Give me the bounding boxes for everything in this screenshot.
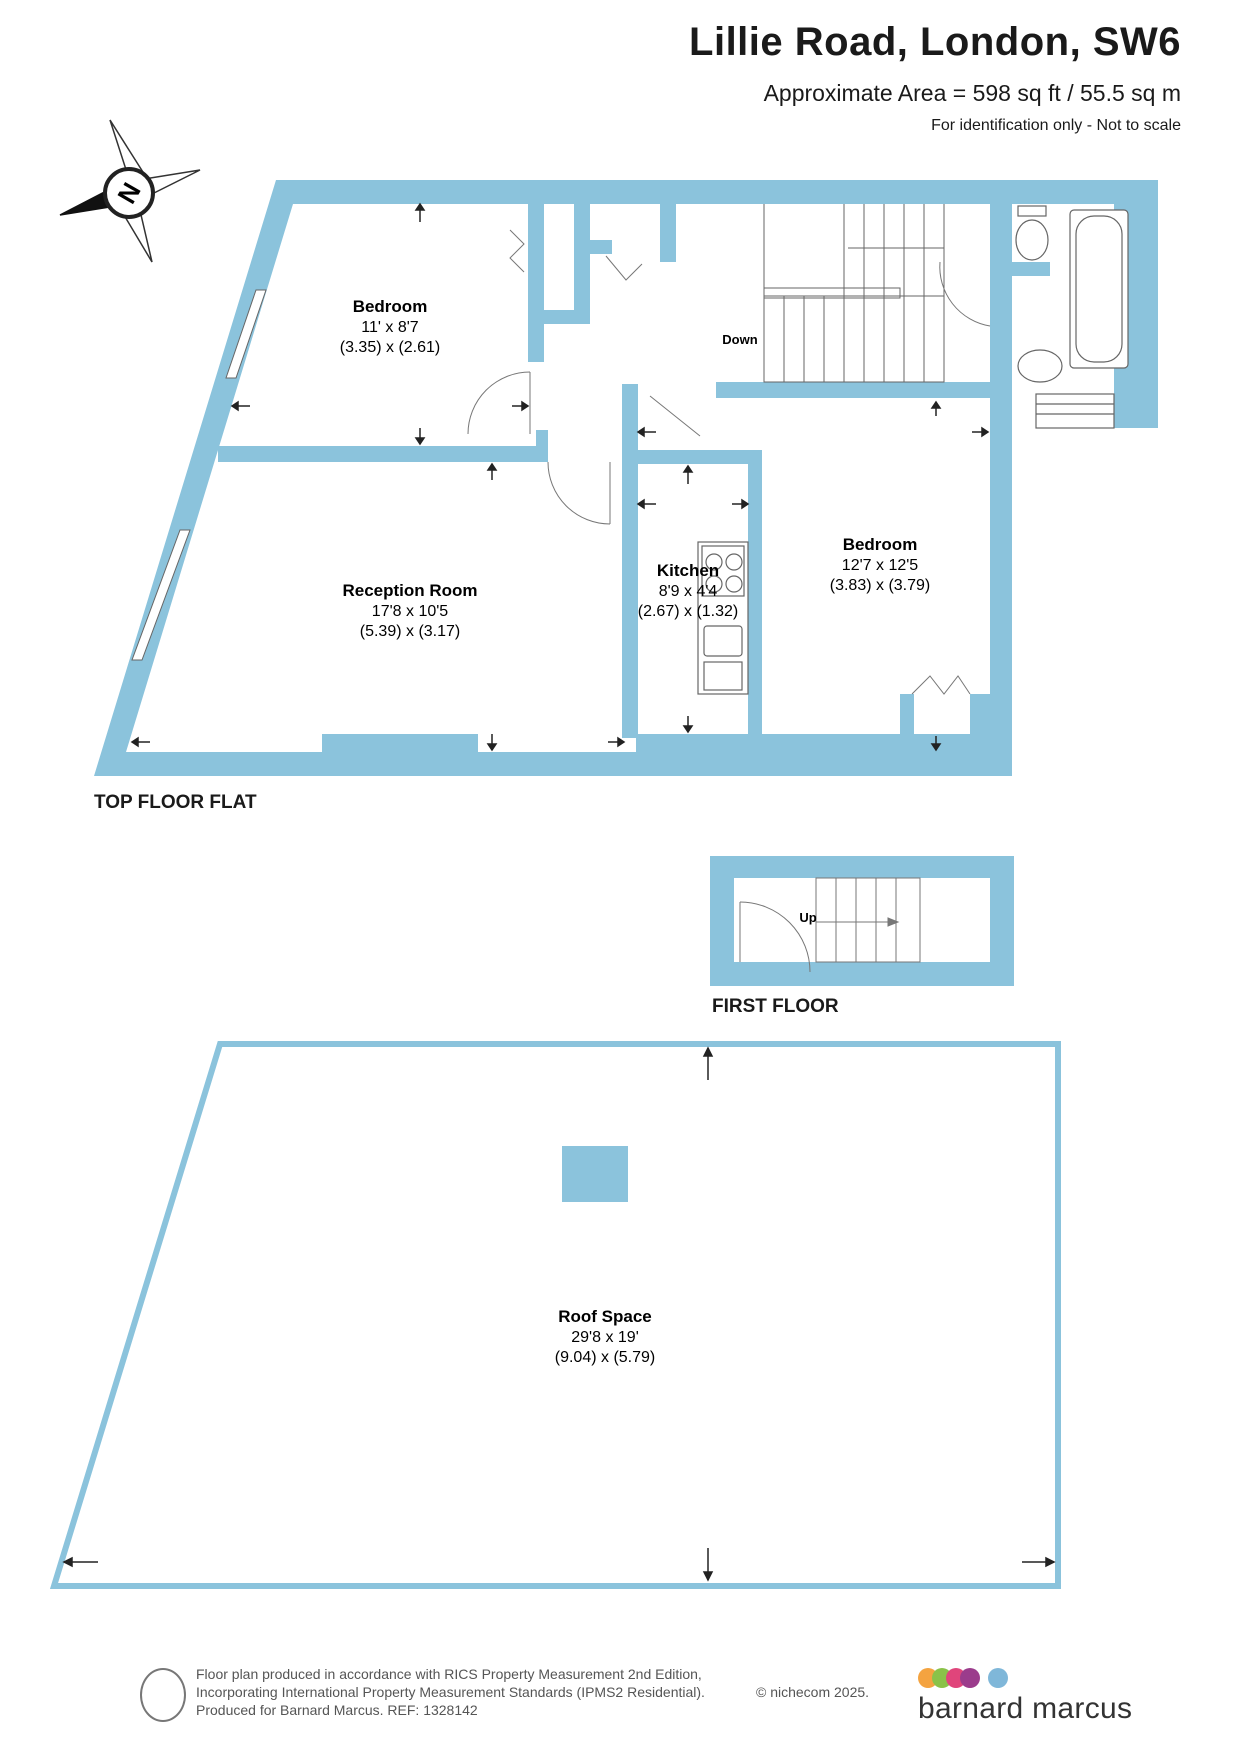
top-floor-walls — [94, 180, 1158, 776]
property-title: Lillie Road, London, SW6 — [689, 20, 1181, 64]
approximate-area: Approximate Area = 598 sq ft / 55.5 sq m — [763, 80, 1181, 106]
brand-name: barnard marcus — [918, 1692, 1133, 1725]
room-reception: Reception Room 17'8 x 10'5 (5.39) x (3.1… — [342, 581, 477, 640]
footer-line: Incorporating International Property Mea… — [196, 1684, 705, 1700]
footer-line: Produced for Barnard Marcus. REF: 132814… — [196, 1702, 478, 1718]
compass-rose-icon: N — [59, 119, 201, 263]
room-size-metric: (2.67) x (1.32) — [638, 603, 738, 620]
room-size-imperial: 17'8 x 10'5 — [372, 603, 448, 620]
room-size-imperial: 12'7 x 12'5 — [842, 557, 918, 574]
room-size-metric: (5.39) x (3.17) — [360, 623, 460, 640]
brand-dot — [960, 1668, 980, 1688]
top-floor-label: TOP FLOOR FLAT — [94, 792, 257, 813]
stairs-up-label: Up — [799, 910, 816, 925]
room-size-metric: (3.35) x (2.61) — [340, 339, 440, 356]
first-floor-walls — [710, 856, 1014, 986]
roof-space-outline — [49, 1041, 1061, 1589]
footer-notes: Floor plan produced in accordance with R… — [196, 1665, 869, 1719]
person-icon — [140, 1668, 186, 1722]
brand-dot — [988, 1668, 1008, 1688]
bathroom-fixtures — [1015, 205, 1129, 429]
kitchen-fixtures — [697, 541, 749, 695]
footer-line: Floor plan produced in accordance with R… — [196, 1666, 702, 1682]
room-roof-space: Roof Space 29'8 x 19' (9.04) x (5.79) — [555, 1307, 655, 1366]
room-size-metric: (9.04) x (5.79) — [555, 1349, 655, 1366]
brand-dots — [918, 1668, 1132, 1690]
first-floor-label: FIRST FLOOR — [712, 996, 839, 1017]
staircase — [763, 204, 945, 383]
room-bedroom-1: Bedroom 11' x 8'7 (3.35) x (2.61) — [340, 297, 440, 356]
first-floor-stairs — [739, 877, 921, 973]
room-kitchen: Kitchen 8'9 x 4'4 (2.67) x (1.32) — [638, 561, 738, 620]
window — [131, 289, 267, 661]
copyright: © nichecom 2025. — [756, 1684, 870, 1700]
room-size-metric: (3.83) x (3.79) — [830, 577, 930, 594]
room-bedroom-2: Bedroom 12'7 x 12'5 (3.83) x (3.79) — [830, 535, 930, 594]
brand-logo: barnard marcus — [918, 1668, 1132, 1726]
stairs-down-label: Down — [722, 332, 757, 347]
room-name: Roof Space — [558, 1307, 652, 1326]
room-name: Bedroom — [353, 297, 428, 316]
dimension-arrows — [130, 202, 990, 752]
identification-note: For identification only - Not to scale — [931, 117, 1181, 134]
room-name: Kitchen — [657, 561, 719, 580]
room-name: Bedroom — [843, 535, 918, 554]
room-name: Reception Room — [342, 581, 477, 600]
room-size-imperial: 8'9 x 4'4 — [659, 583, 718, 600]
room-size-imperial: 11' x 8'7 — [361, 319, 419, 336]
roof-dimension-arrows — [62, 1046, 1056, 1582]
door-swings — [467, 229, 991, 695]
room-size-imperial: 29'8 x 19' — [571, 1329, 639, 1346]
